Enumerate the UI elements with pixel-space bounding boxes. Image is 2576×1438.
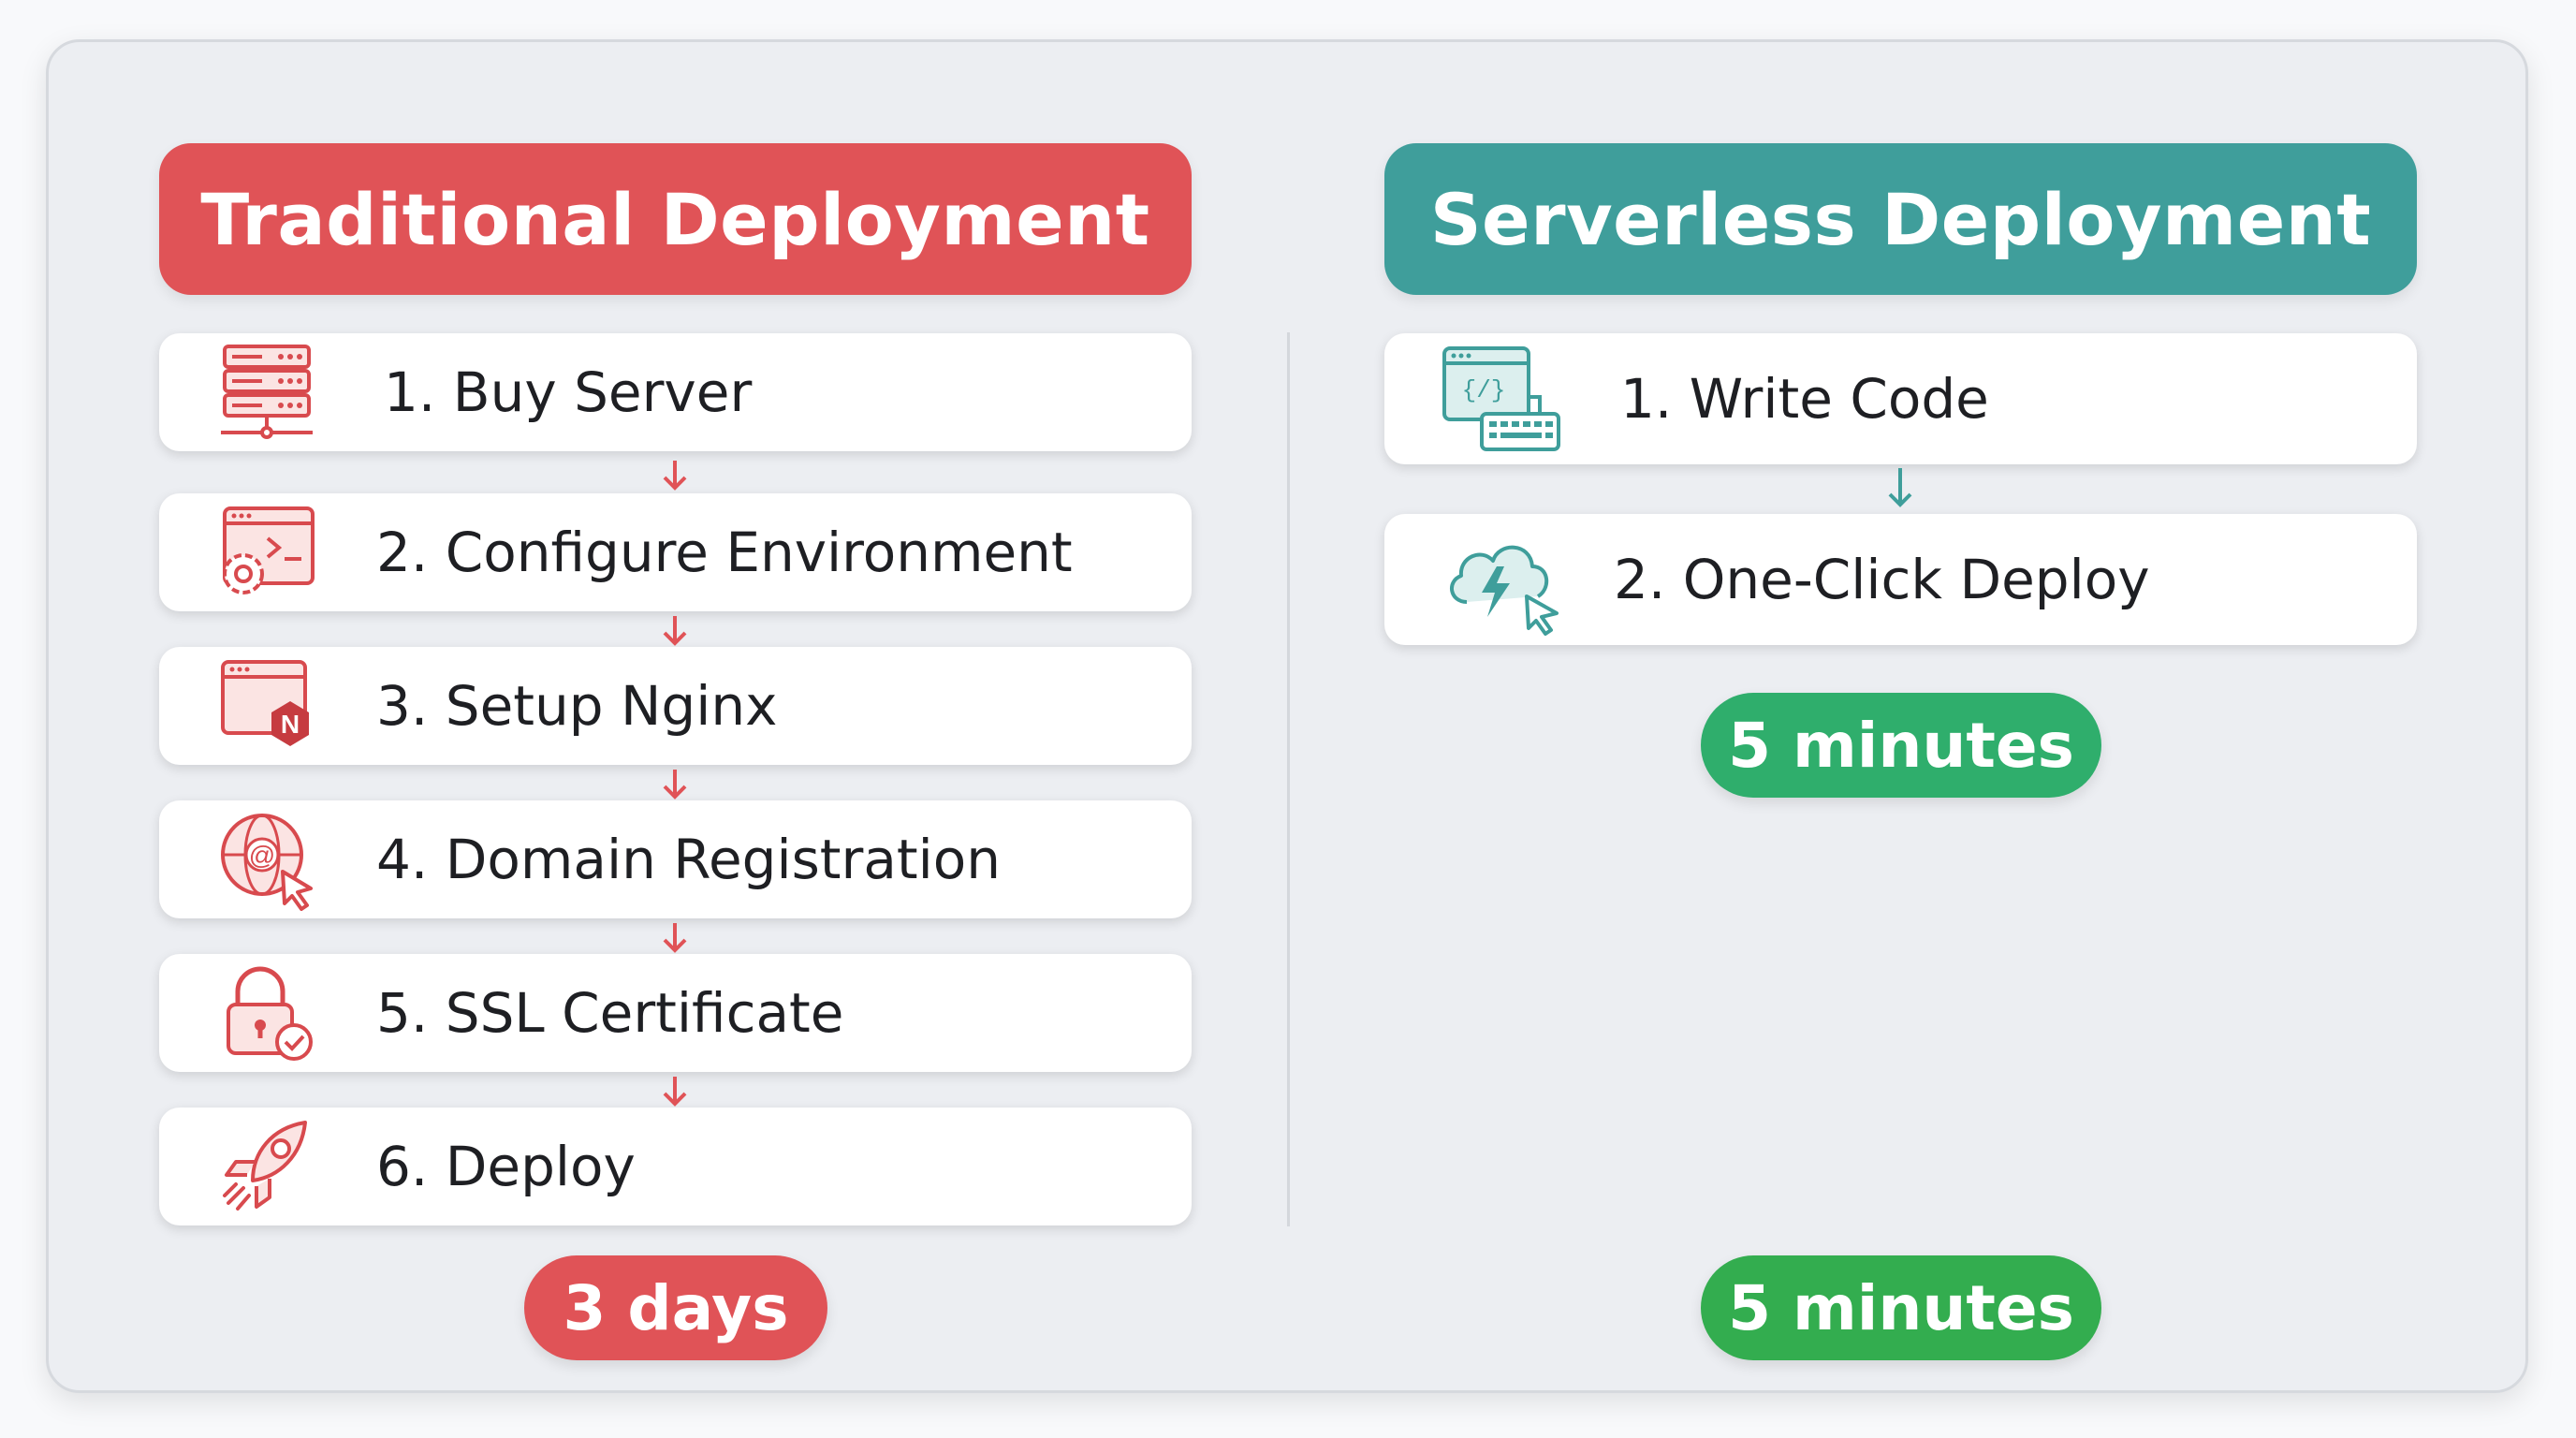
step-label: 2. Configure Environment — [376, 521, 1073, 584]
server-rack-icon — [221, 345, 313, 439]
code-keyboard-icon: {/} — [1442, 346, 1560, 451]
serverless-duration-badge: 5 minutes — [1701, 1255, 2101, 1360]
step-label: 1. Write Code — [1620, 367, 1989, 431]
step-label: 5. SSL Certificate — [376, 981, 844, 1045]
step-card-setup-nginx: N 3. Setup Nginx — [159, 647, 1192, 765]
serverless-header: Serverless Deployment — [1384, 143, 2417, 295]
rocket-icon — [223, 1121, 307, 1211]
traditional-header: Traditional Deployment — [159, 143, 1192, 295]
down-arrow-icon — [663, 616, 687, 646]
column-divider — [1287, 332, 1290, 1226]
step-card-deploy: 6. Deploy — [159, 1108, 1192, 1225]
down-arrow-icon — [663, 1077, 687, 1107]
down-arrow-icon — [663, 923, 687, 953]
svg-text:{/}: {/} — [1462, 376, 1506, 404]
nginx-window-icon: N — [221, 660, 309, 746]
down-arrow-icon — [663, 461, 687, 491]
svg-text:@: @ — [249, 841, 275, 870]
step-label: 4. Domain Registration — [376, 828, 1002, 891]
globe-at-cursor-icon: @ — [221, 814, 313, 911]
step-card-domain-registration: @ 4. Domain Registration — [159, 800, 1192, 918]
terminal-gear-icon — [223, 506, 315, 594]
step-label: 6. Deploy — [376, 1135, 636, 1198]
step-card-one-click-deploy: 2. One-Click Deploy — [1384, 514, 2417, 645]
step-label: 1. Buy Server — [384, 360, 753, 424]
step-label: 2. One-Click Deploy — [1614, 548, 2150, 611]
cloud-bolt-cursor-icon — [1450, 545, 1559, 636]
padlock-check-icon — [227, 966, 313, 1061]
step-card-ssl-certificate: 5. SSL Certificate — [159, 954, 1192, 1072]
step-card-configure-environment: 2. Configure Environment — [159, 493, 1192, 611]
step-card-buy-server: 1. Buy Server — [159, 333, 1192, 451]
down-arrow-icon — [663, 770, 687, 800]
step-label: 3. Setup Nginx — [376, 674, 778, 738]
traditional-duration-badge: 3 days — [524, 1255, 827, 1360]
down-arrow-icon — [1888, 468, 1912, 507]
svg-text:N: N — [281, 710, 300, 739]
step-card-write-code: {/} 1. Write Code — [1384, 333, 2417, 464]
serverless-duration-badge: 5 minutes — [1701, 693, 2101, 798]
